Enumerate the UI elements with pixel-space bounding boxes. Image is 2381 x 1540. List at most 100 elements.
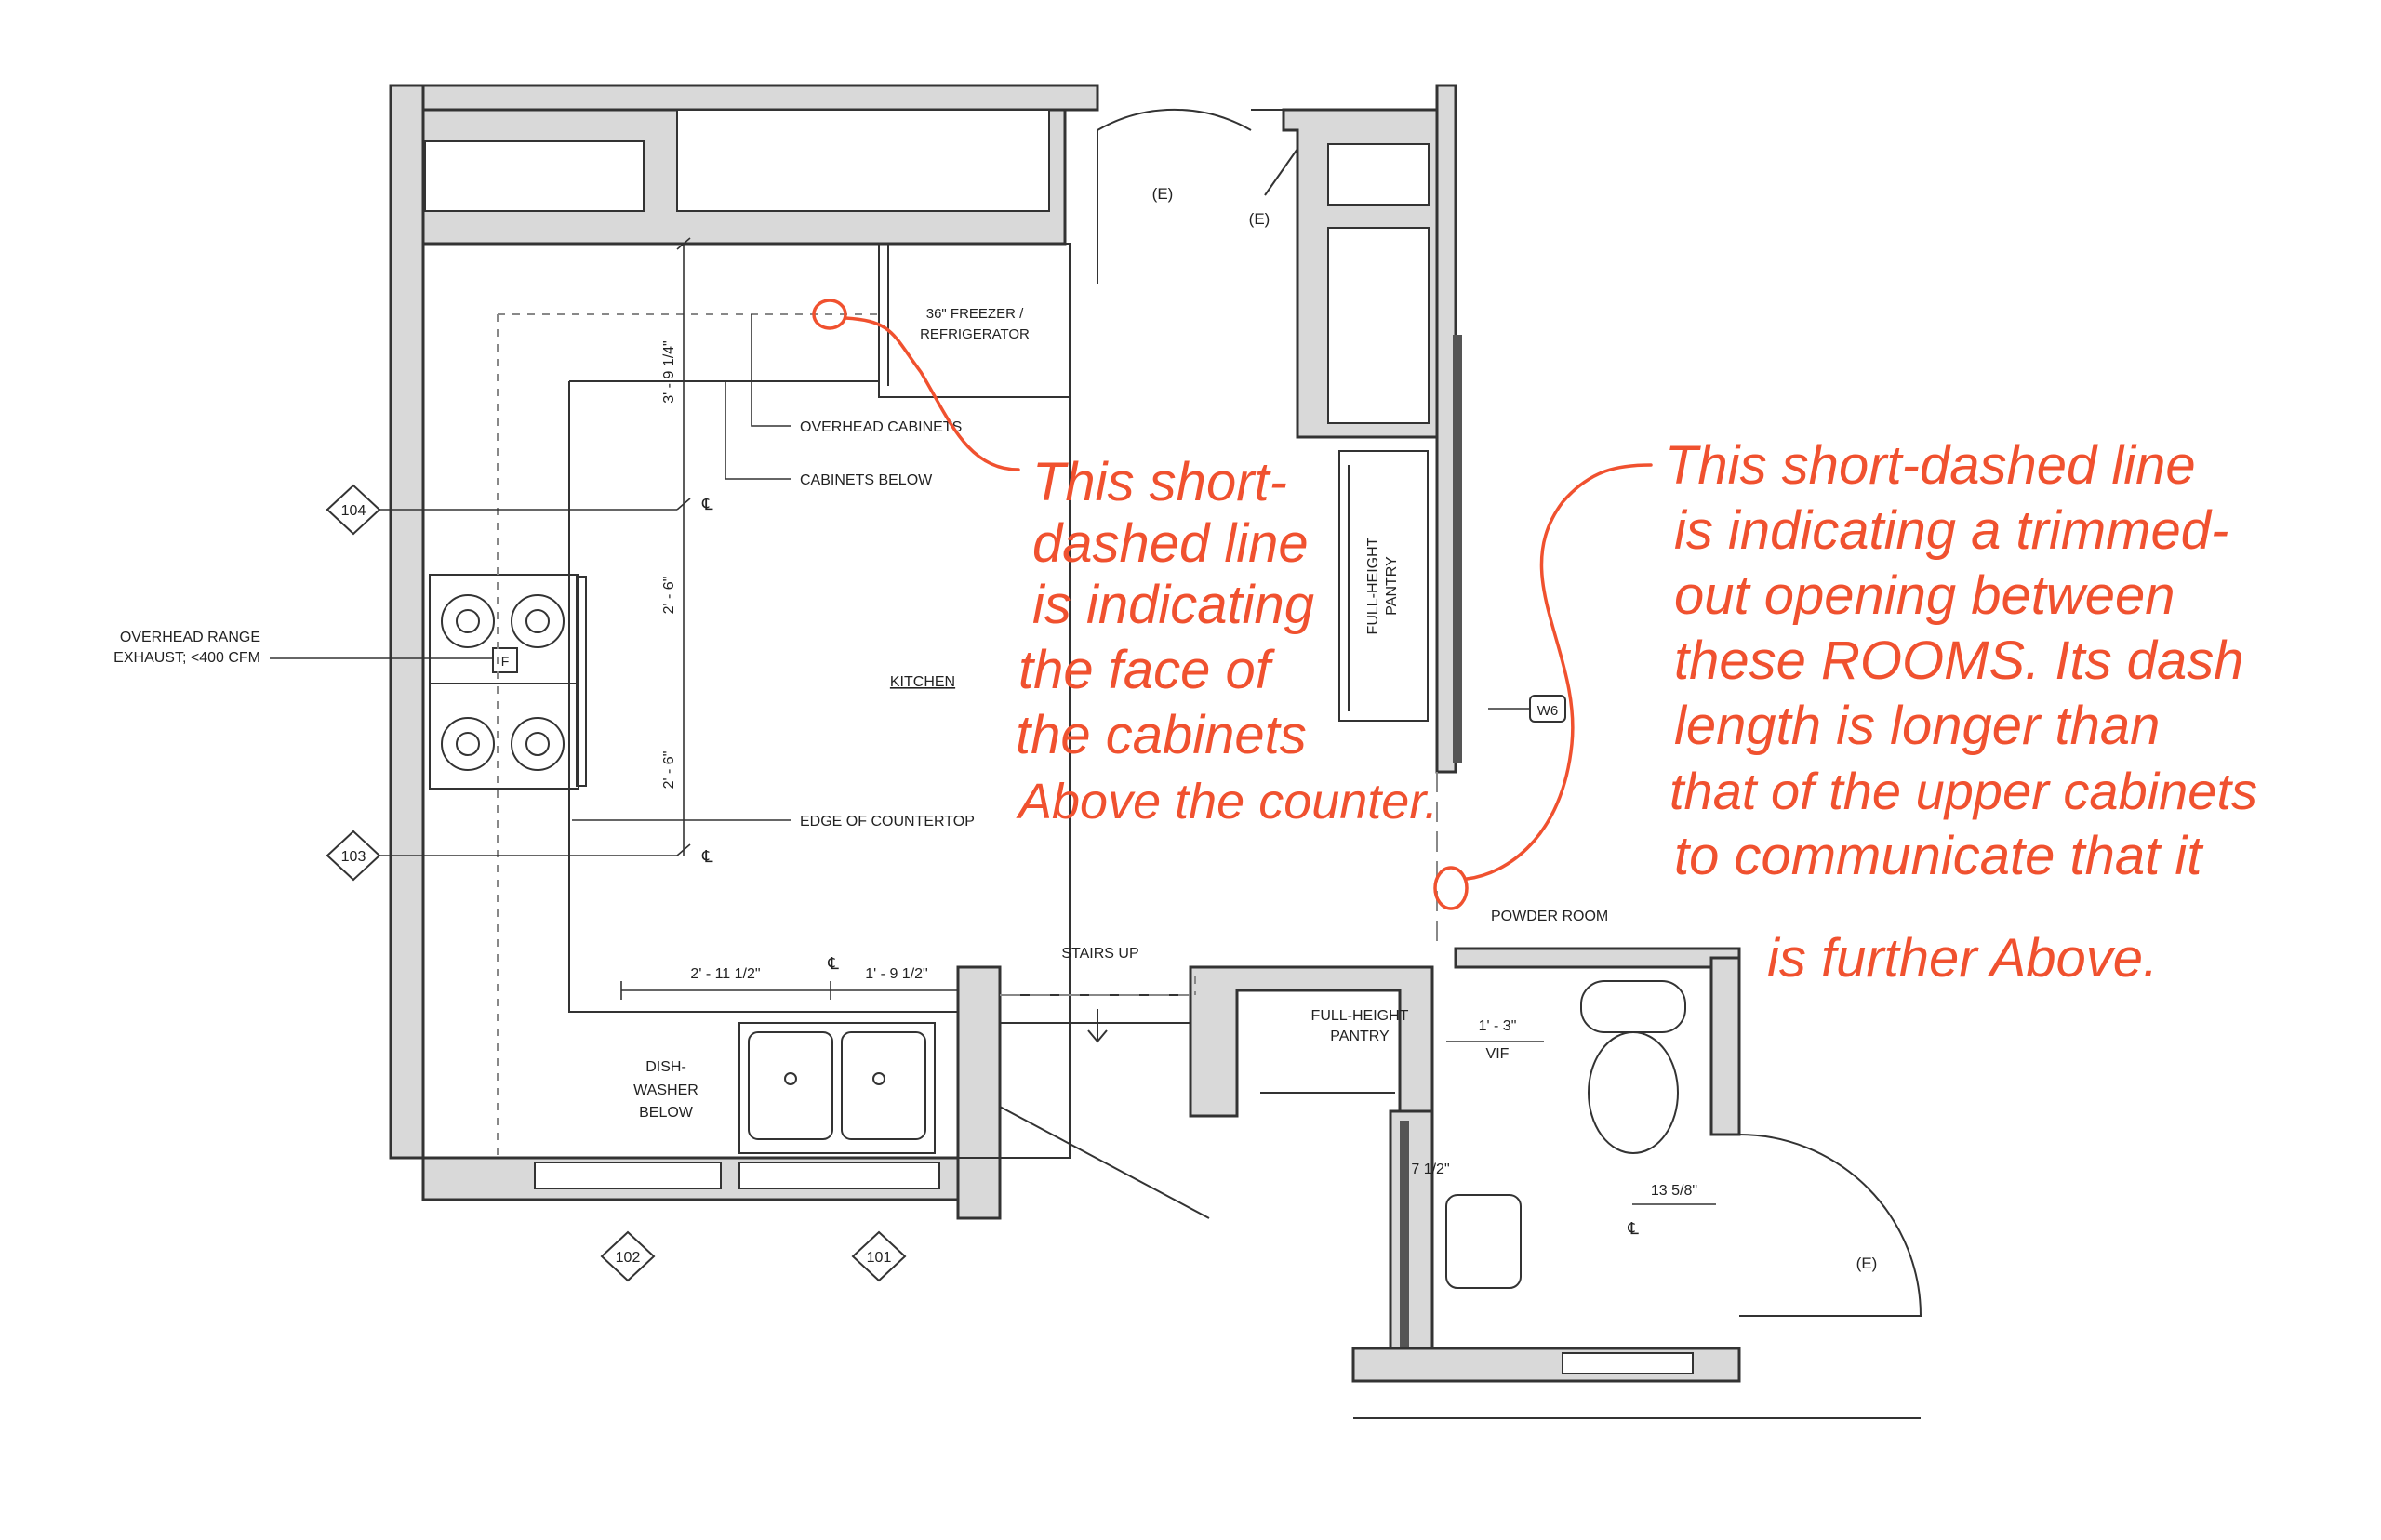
tag-101: [851, 1230, 907, 1282]
label-dishwasher-3: BELOW: [639, 1105, 694, 1121]
note1-line-5: the cabinets: [1016, 705, 1307, 765]
annotation-cabinet-face: This short- dashed line is indicating th…: [1016, 452, 1438, 830]
walls: [389, 84, 1921, 1419]
note1-line-2: dashed line: [1032, 513, 1309, 574]
dim-tick: [676, 237, 691, 250]
plan-labels: 36" FREEZER / REFRIGERATOR (E) (E) (E) O…: [113, 185, 1877, 1272]
annotation-circle-1: [812, 299, 847, 330]
dim-label-7: 7 1/2": [1411, 1162, 1449, 1177]
label-pantry2-2: PANTRY: [1330, 1029, 1390, 1044]
toilet-tank: [1580, 980, 1686, 1033]
note2-line-6: that of the upper cabinets: [1669, 762, 2257, 820]
annotation-leader-2: [1465, 463, 1653, 881]
label-pantry-vertical-1: FULL-HEIGHT: [1365, 537, 1381, 634]
door-swing-powder: [1738, 1134, 1922, 1317]
label-pantry2-1: FULL-HEIGHT: [1311, 1008, 1409, 1024]
label-existing-door-c: (E): [1856, 1255, 1878, 1272]
pantry-vertical: [1338, 450, 1429, 722]
powder-left-wall: [1389, 1109, 1434, 1378]
dim-tick: [676, 498, 691, 511]
burner-1-inner: [456, 609, 480, 633]
label-dishwasher-2: WASHER: [633, 1082, 698, 1098]
tag-103: [326, 830, 381, 882]
burner-1: [441, 594, 495, 648]
note1-line-6: Above the counter.: [1016, 774, 1438, 830]
window-right-b: [1327, 227, 1430, 424]
note1-line-3: is indicating: [1032, 575, 1314, 635]
dim-label-2: 2' - 6": [661, 577, 677, 615]
note2-line-4: these ROOMS. Its dash: [1674, 631, 2243, 691]
stairs: [999, 994, 1210, 1219]
burner-4: [511, 717, 565, 771]
sink-bowl-1: [748, 1031, 833, 1140]
stair-left-wall: [956, 965, 1002, 1220]
label-range-f: F: [501, 654, 510, 669]
svg-text:3' - 9 1/4": 3' - 9 1/4": [661, 340, 677, 403]
window-bottom-right: [738, 1162, 940, 1189]
label-cabinets-below: CABINETS BELOW: [800, 472, 933, 488]
sink-bowl-2: [841, 1031, 926, 1140]
kitchen-floor: [422, 243, 1071, 1159]
sink-powder: [1445, 1194, 1522, 1289]
stair-diag: [999, 1106, 1210, 1219]
centerline-3: ℄: [827, 954, 839, 973]
dim-label-4: 2' - 11 1/2": [690, 966, 760, 982]
right-wall: [1435, 84, 1457, 774]
burner-2-inner: [525, 609, 550, 633]
refrigerator: [878, 243, 1071, 398]
annotation-opening: This short-dashed line is indicating a t…: [1665, 435, 2257, 989]
counter-edge: [568, 381, 958, 1013]
annotation-circle-2: [1433, 866, 1469, 910]
label-edge-countertop: EDGE OF COUNTERTOP: [800, 814, 975, 830]
svg-text:2' - 6": 2' - 6": [661, 577, 677, 615]
label-existing-door-a: (E): [1152, 185, 1174, 203]
left-wall: [389, 84, 425, 1160]
drain-2: [872, 1072, 885, 1085]
dim-label-8: 13 5/8": [1651, 1183, 1697, 1199]
leader-below: [725, 381, 791, 480]
pantry-walls: [1189, 965, 1434, 1118]
tag-labels: 104 103 102 101: [341, 503, 892, 1266]
centerline-2: ℄: [701, 847, 713, 866]
dimensions: [270, 237, 1716, 1205]
note2-line-2: is indicating a trimmed-: [1674, 500, 2228, 561]
label-overhead-cabinets: OVERHEAD CABINETS: [800, 419, 962, 435]
door-leaf-e: [1251, 109, 1298, 196]
note2-line-5: length is longer than: [1674, 696, 2160, 756]
burners: [441, 594, 565, 771]
label-w6: W6: [1537, 703, 1559, 719]
label-dishwasher-1: DISH-: [645, 1059, 686, 1075]
tag-label-102: 102: [616, 1250, 641, 1266]
dimension-labels: 3' - 9 1/4" 2' - 6" 2' - 6" 2' - 11 1/2"…: [661, 340, 1697, 1199]
window-bottom-left: [534, 1162, 722, 1189]
burner-2: [511, 594, 565, 648]
svg-text:2' - 6": 2' - 6": [661, 751, 677, 790]
window-right-a: [1327, 143, 1430, 206]
dim-label-1: 3' - 9 1/4": [661, 340, 677, 403]
note2-line-1: This short-dashed line: [1665, 435, 2196, 496]
stair-arrow-head: [1087, 1009, 1108, 1043]
label-range-exhaust-2: EXHAUST; <400 CFM: [113, 650, 260, 666]
note2-line-8: is further Above.: [1767, 928, 2158, 989]
window-center: [676, 109, 1050, 212]
label-freezer-2: REFRIGERATOR: [920, 326, 1030, 342]
note2-line-3: out opening between: [1674, 565, 2175, 626]
centerline-1: ℄: [701, 495, 713, 513]
tag-label-104: 104: [341, 503, 366, 519]
dim-label-3: 2' - 6": [661, 751, 677, 790]
window-powder: [1562, 1352, 1694, 1374]
range-back: [576, 576, 587, 787]
tags: [326, 484, 1566, 1282]
label-stairs-up: STAIRS UP: [1061, 946, 1138, 962]
label-vif: VIF: [1486, 1046, 1510, 1062]
label-pantry-vertical-2: PANTRY: [1384, 556, 1400, 616]
tag-102: [600, 1230, 656, 1282]
label-existing-door-b: (E): [1249, 210, 1270, 228]
note1-line-4: the face of: [1018, 640, 1276, 700]
dim-label-5: 1' - 9 1/2": [865, 966, 927, 982]
right-wall-glass: [1453, 335, 1462, 763]
label-pantry-vertical: FULL-HEIGHT PANTRY: [1365, 537, 1400, 634]
range-f-box: [492, 647, 518, 673]
burner-3: [441, 717, 495, 771]
powder-right-wall: [1709, 956, 1741, 1136]
